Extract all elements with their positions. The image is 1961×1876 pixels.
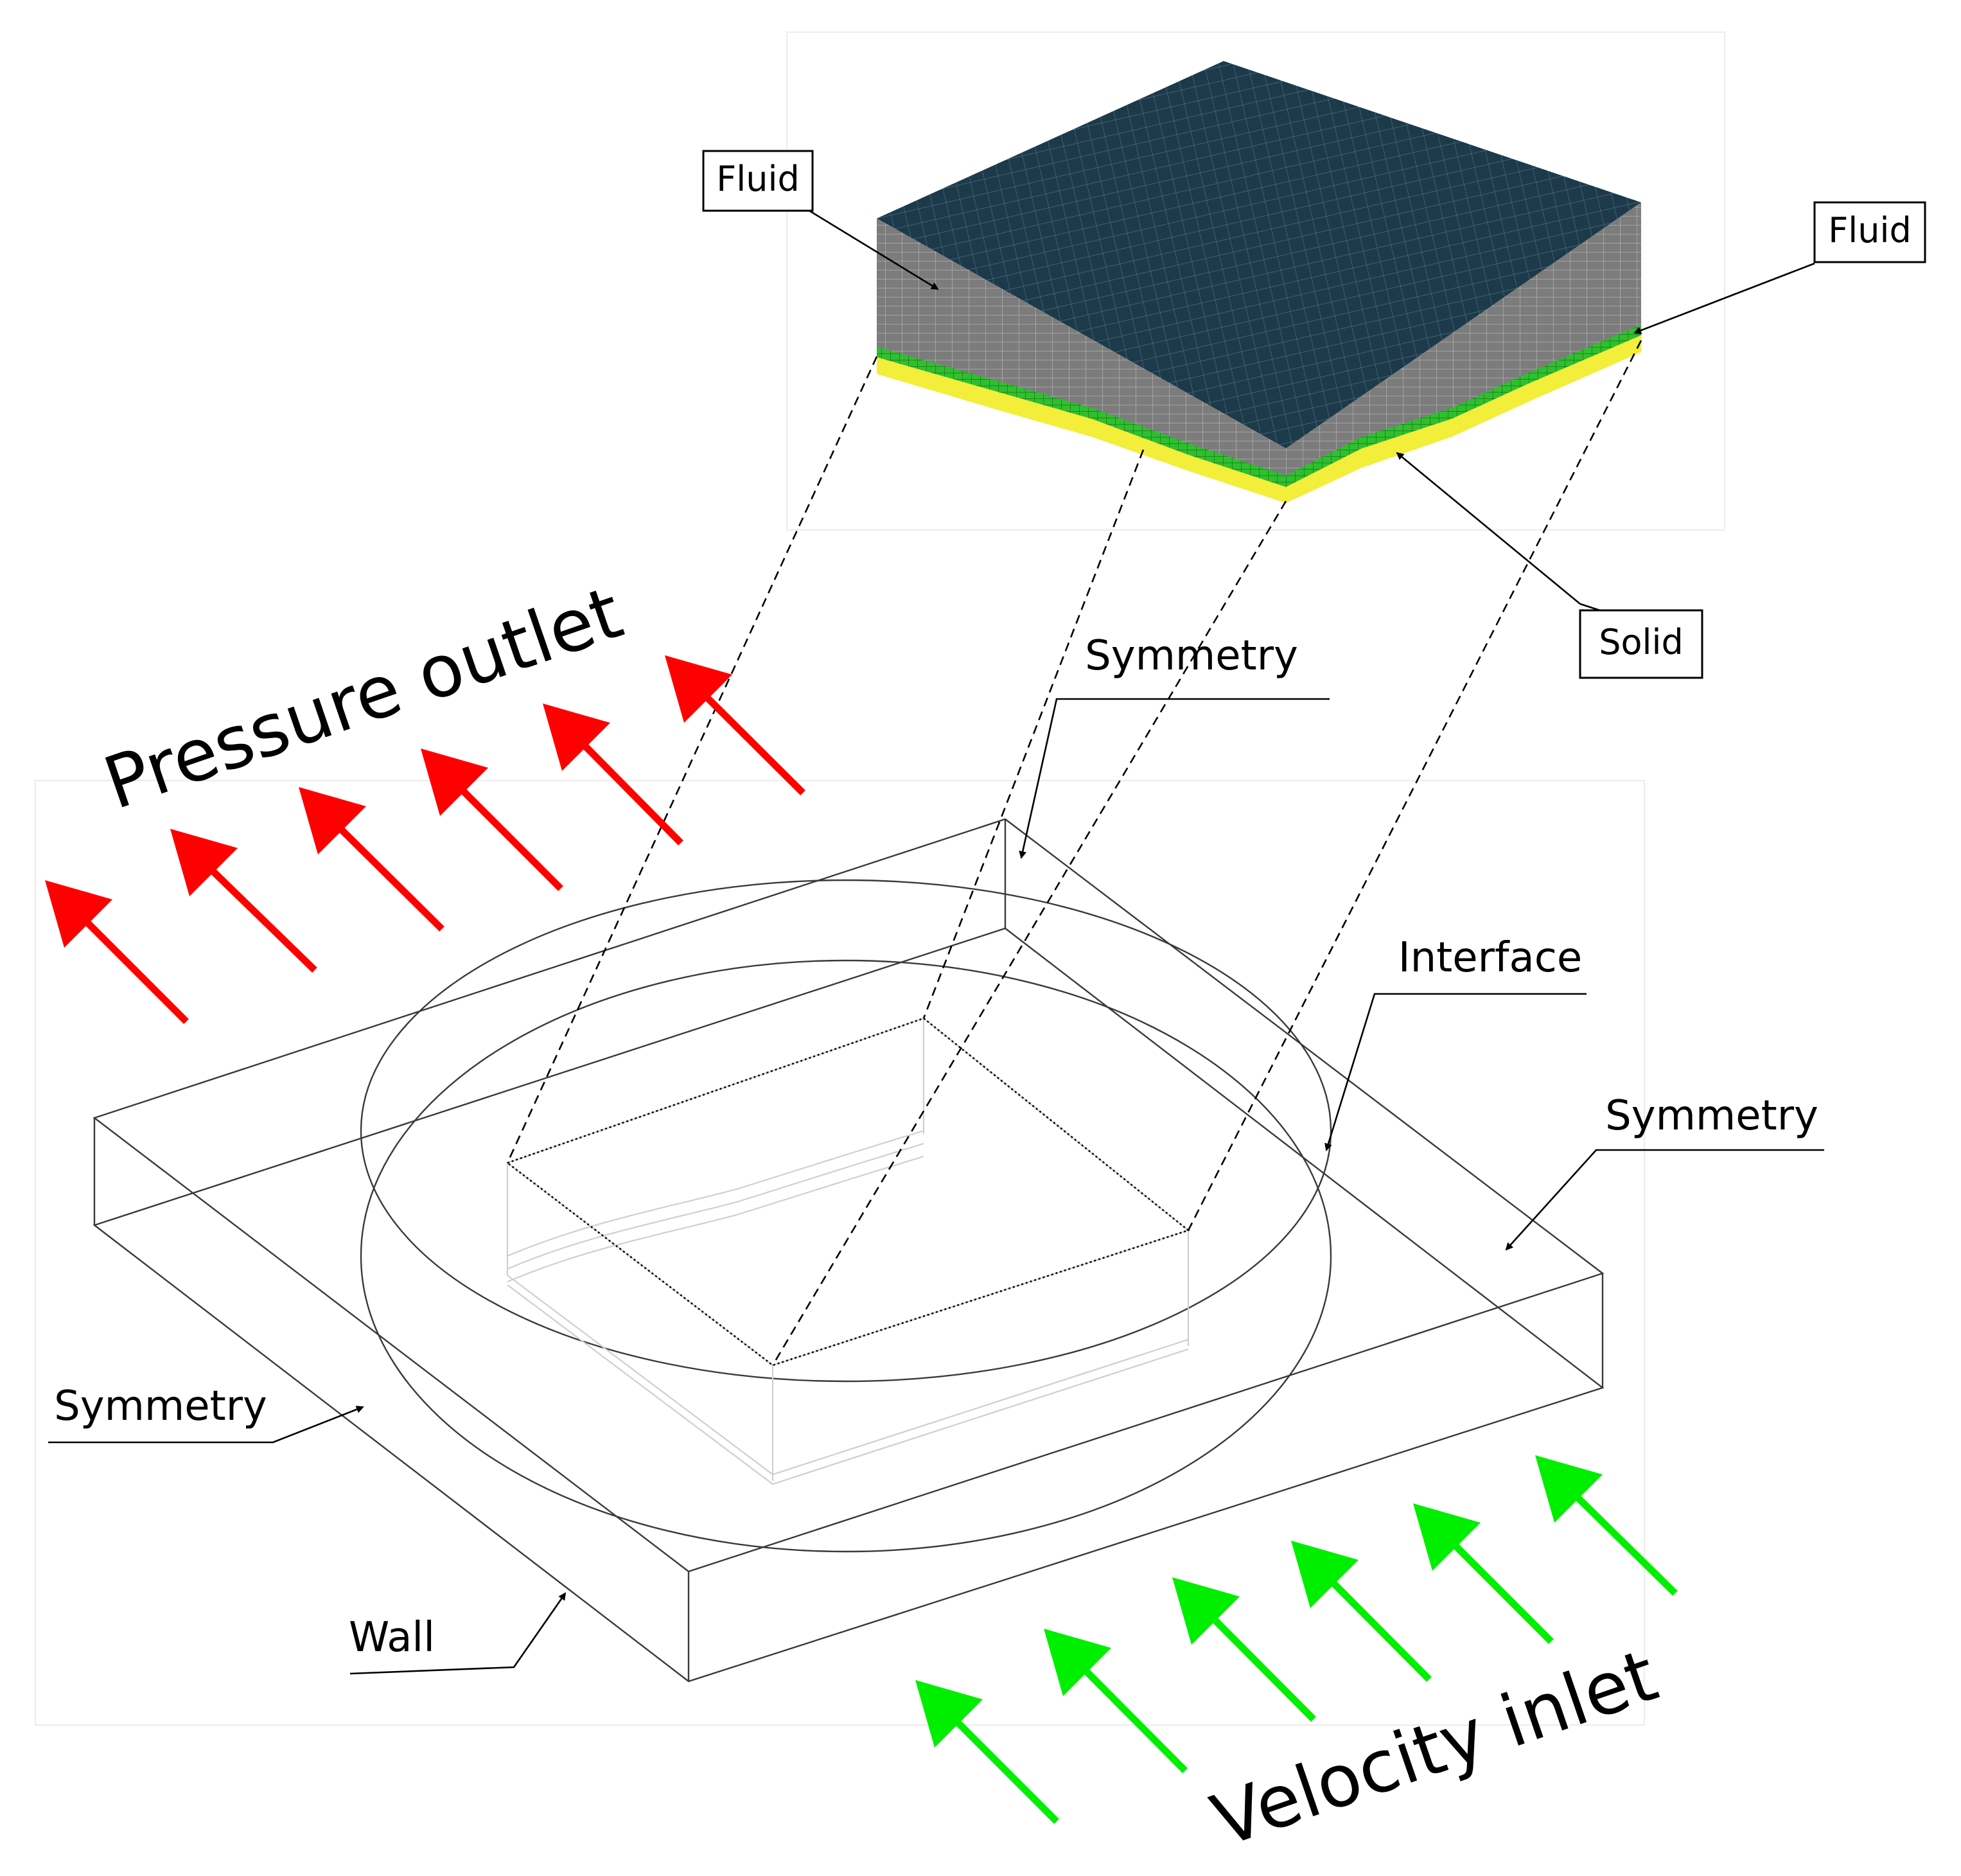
- domain-box: [92, 818, 1605, 1683]
- mesh-block-right-side: [1286, 202, 1641, 487]
- frames: [35, 31, 1725, 1726]
- mesh-block-left-side: [877, 218, 1286, 487]
- outlet-arrow: [665, 655, 805, 795]
- outlet-arrow: [299, 787, 444, 932]
- mesh-block: [877, 61, 1641, 503]
- inlet-arrow: [1413, 1503, 1554, 1644]
- selected-region-outline: [506, 1017, 1190, 1367]
- inlet-arrow: [1535, 1455, 1678, 1596]
- label-solid: Solid: [1579, 609, 1703, 679]
- symmetry-label-top: Symmetry: [1085, 632, 1298, 680]
- interface-ellipse-lower: [360, 959, 1332, 1553]
- mesh-block-top-face: [877, 61, 1641, 448]
- interface-layer: [877, 347, 1286, 487]
- wall-label: Wall: [349, 1614, 435, 1661]
- outlet-arrow: [45, 880, 189, 1024]
- velocity-inlet-label: Velocity inlet: [1202, 1634, 1667, 1864]
- velocity-inlet-arrows: [915, 1455, 1678, 1824]
- solid-layer: [877, 357, 1286, 503]
- fluid-label: Fluid: [716, 159, 800, 199]
- solid-label: Solid: [1599, 622, 1684, 662]
- label-fluid-top-left: Fluid: [702, 150, 814, 212]
- inlet-arrow: [915, 1680, 1059, 1824]
- outlet-arrow: [170, 829, 317, 973]
- inlet-arrow: [1172, 1577, 1316, 1722]
- fluid-label: Fluid: [1828, 210, 1912, 251]
- leader-lines: [48, 208, 1824, 1675]
- projection-lines: [506, 340, 1642, 1366]
- pressure-outlet-arrows: [45, 655, 805, 1024]
- inlet-arrow: [1291, 1541, 1432, 1682]
- symmetry-label-left: Symmetry: [54, 1383, 267, 1430]
- label-fluid-right: Fluid: [1813, 201, 1926, 263]
- pressure-outlet-label: Pressure outlet: [94, 571, 632, 826]
- outlet-arrow: [421, 748, 563, 891]
- symmetry-label-right: Symmetry: [1605, 1092, 1818, 1140]
- interface-label: Interface: [1398, 934, 1583, 982]
- interface-ellipse-upper: [360, 879, 1332, 1383]
- inlet-arrow: [1044, 1629, 1188, 1773]
- outlet-arrow: [543, 704, 683, 845]
